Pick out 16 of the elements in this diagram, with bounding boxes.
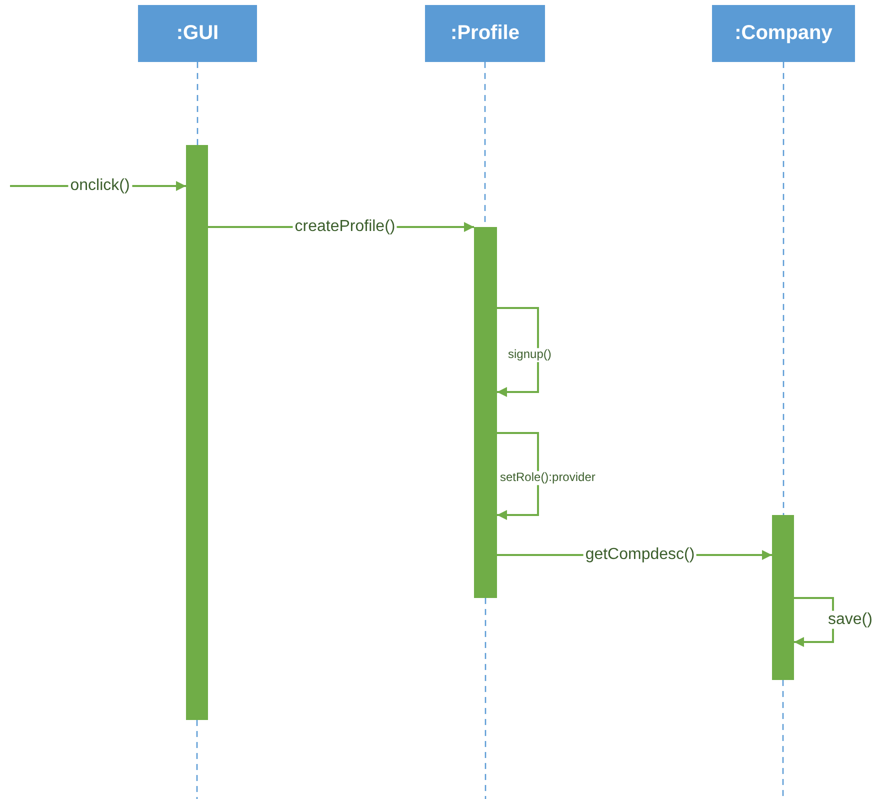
lifeline	[196, 62, 198, 145]
activation-bar	[186, 145, 208, 720]
edge-label: onclick()	[68, 176, 132, 196]
activation-bar	[772, 515, 794, 680]
message-arrow	[497, 432, 539, 520]
message-arrow	[497, 307, 539, 397]
lifeline-header: :Profile	[425, 5, 545, 62]
lifeline	[782, 62, 784, 515]
edge-label: signup()	[506, 348, 554, 362]
edge-label: getCompdesc()	[583, 546, 697, 564]
edge-label: save()	[826, 610, 874, 630]
lifeline-header: :Company	[712, 5, 855, 62]
activation-bar	[474, 227, 497, 598]
edge-label: setRole():provider	[498, 471, 598, 485]
edge-label: createProfile()	[292, 218, 398, 236]
lifeline-header: :GUI	[138, 5, 257, 62]
